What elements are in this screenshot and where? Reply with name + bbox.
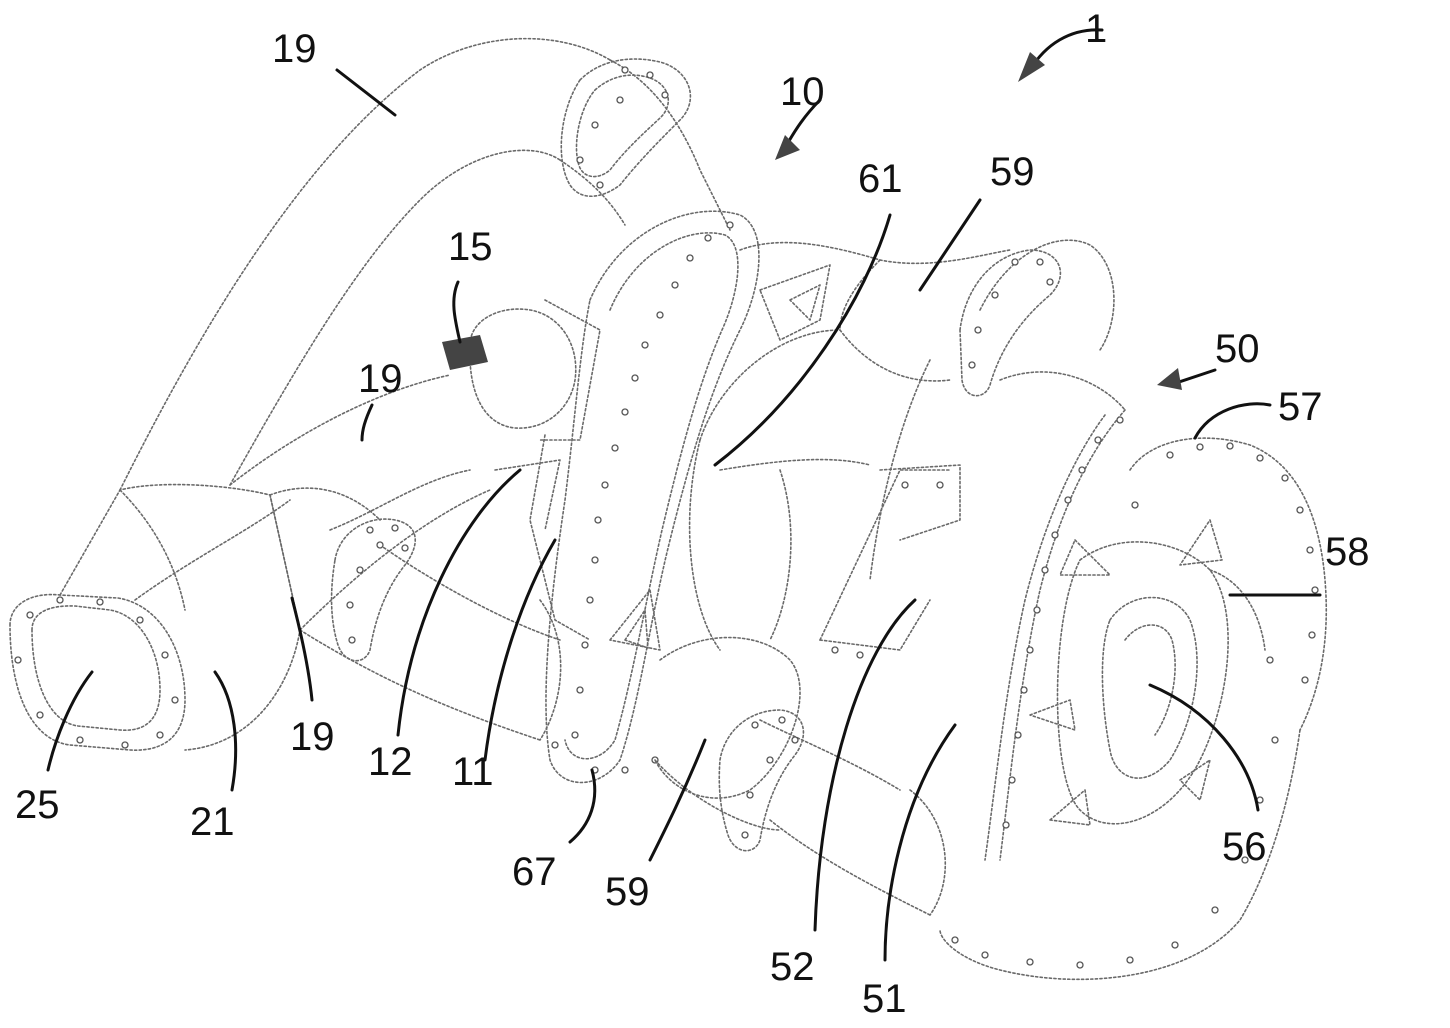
label-50: 50 bbox=[1215, 327, 1260, 371]
second-pump-casing bbox=[820, 240, 1125, 860]
second-upper-flange bbox=[960, 250, 1060, 396]
label-1: 1 bbox=[1085, 7, 1107, 51]
label-56: 56 bbox=[1222, 825, 1267, 869]
port-housing bbox=[442, 300, 600, 440]
lower-pipe-branch bbox=[270, 488, 561, 740]
label-61: 61 bbox=[858, 157, 903, 201]
reference-labels: 1 10 11 12 15 19 19 19 21 25 50 51 52 56… bbox=[15, 7, 1370, 1021]
label-52: 52 bbox=[770, 945, 815, 989]
arrow-10-icon bbox=[775, 135, 800, 160]
label-21: 21 bbox=[190, 800, 235, 844]
label-19-top: 19 bbox=[272, 27, 317, 71]
arrow-50-icon bbox=[1157, 368, 1182, 390]
lower-left-flange bbox=[332, 519, 416, 661]
inlet-pipe-section bbox=[60, 485, 300, 750]
upper-branch-flange bbox=[561, 59, 690, 196]
first-pump-casing bbox=[495, 211, 759, 782]
middle-pipe-branch bbox=[230, 375, 490, 630]
label-15: 15 bbox=[448, 225, 493, 269]
outlet-housing bbox=[940, 438, 1326, 979]
upper-crossover-pipe bbox=[740, 243, 1010, 381]
central-body bbox=[610, 330, 870, 830]
upper-pipe-branch bbox=[120, 39, 730, 490]
label-19-bottom: 19 bbox=[290, 715, 335, 759]
label-25: 25 bbox=[15, 783, 60, 827]
label-59-top: 59 bbox=[990, 150, 1035, 194]
leader-lines bbox=[48, 30, 1320, 960]
label-58: 58 bbox=[1325, 530, 1370, 574]
label-51: 51 bbox=[862, 977, 907, 1021]
label-12: 12 bbox=[368, 740, 413, 784]
label-19-mid: 19 bbox=[358, 357, 403, 401]
label-59-bottom: 59 bbox=[605, 870, 650, 914]
label-10: 10 bbox=[780, 70, 825, 114]
label-67: 67 bbox=[512, 850, 557, 894]
arrow-heads bbox=[775, 52, 1182, 390]
label-11: 11 bbox=[452, 750, 494, 794]
inlet-flange bbox=[10, 595, 185, 751]
label-57: 57 bbox=[1278, 385, 1323, 429]
